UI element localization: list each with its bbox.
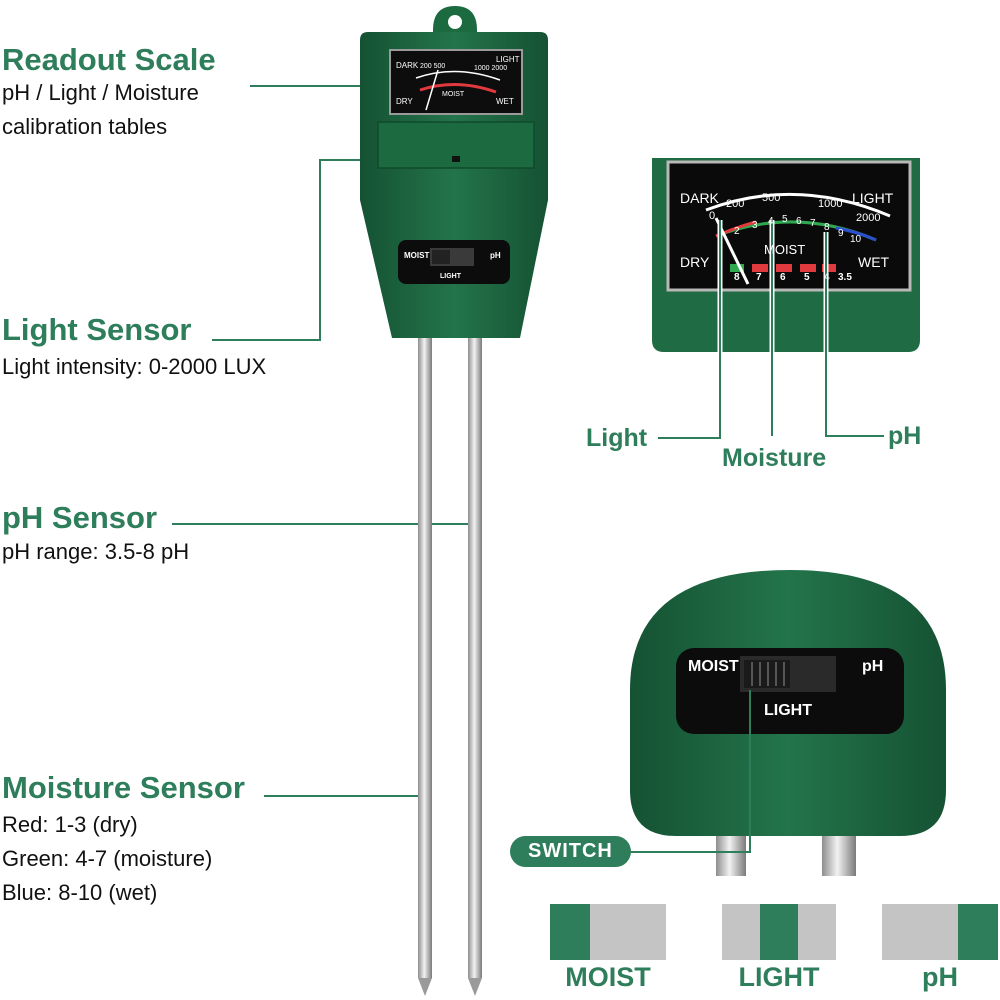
moist-tick: 4: [768, 216, 774, 227]
callout-ph: pH: [888, 422, 922, 450]
moisture-sensor-desc: Red: 1-3 (dry) Green: 4-7 (moisture) Blu…: [2, 808, 212, 910]
ph-tick: 7: [756, 272, 762, 283]
callout-moisture: Moisture: [722, 444, 827, 472]
moisture-desc-line: Green: 4-7 (moisture): [2, 846, 213, 871]
small-meter-window: [389, 49, 523, 115]
moist-tick: 10: [850, 234, 862, 245]
moisture-sensor-title: Moisture Sensor: [2, 770, 245, 805]
ph-tick: 6: [780, 272, 786, 283]
readout-scale-desc: pH / Light / Moisture calibration tables: [2, 76, 199, 144]
meter-moist-label: MOIST: [764, 242, 806, 257]
moist-tick: 3: [752, 220, 758, 231]
ph-tick: 5: [804, 272, 810, 283]
moist-tick: 9: [838, 228, 844, 239]
mode-diagram-ph: [882, 904, 998, 960]
ph-sensor-desc: pH range: 3.5-8 pH: [2, 539, 190, 564]
readout-desc-line: pH / Light / Moisture: [2, 80, 199, 105]
meter-dry-label: DRY: [680, 254, 710, 270]
mode-label-moist: MOIST: [565, 962, 651, 992]
lux-tick: 200: [726, 198, 745, 210]
hang-tab: [433, 6, 477, 40]
mode-label-light: LIGHT: [738, 962, 820, 992]
svg-text:MOIST: MOIST: [404, 251, 429, 260]
switch-moist-label: MOIST: [688, 658, 739, 675]
mode-diagram-moist: [550, 904, 666, 960]
svg-text:LIGHT: LIGHT: [496, 55, 520, 64]
ph-tick: 4: [824, 272, 830, 283]
meter-wet-label: WET: [858, 254, 890, 270]
lux-tick: 0: [709, 210, 716, 222]
callout-light: Light: [586, 424, 648, 452]
svg-text:DRY: DRY: [396, 97, 413, 106]
mode-label-ph: pH: [922, 962, 958, 992]
ph-tick: 3.5: [838, 272, 852, 283]
ph-probe: [468, 338, 482, 978]
switch-ph-label: pH: [862, 658, 884, 675]
ph-color-blocks: [730, 264, 836, 272]
moist-tick: 8: [824, 222, 830, 233]
svg-text:pH: pH: [490, 251, 501, 260]
ph-tick: 8: [734, 272, 740, 283]
ph-sensor-title: pH Sensor: [2, 500, 158, 535]
meter-callout-lines: [658, 220, 884, 439]
switch-callout-line: [628, 690, 751, 853]
moist-tick: 2: [734, 226, 740, 237]
svg-text:DARK: DARK: [396, 61, 419, 70]
moisture-probe: [418, 338, 432, 978]
moist-tick: 6: [796, 216, 802, 227]
lux-tick: 1000: [818, 198, 843, 210]
switch-light-label: LIGHT: [764, 702, 812, 719]
meter-light-label: LIGHT: [852, 190, 894, 206]
switch-badge: SWITCH: [510, 836, 631, 867]
svg-text:LIGHT: LIGHT: [440, 273, 462, 280]
moisture-desc-line: Red: 1-3 (dry): [2, 812, 138, 837]
moist-tick: 5: [782, 214, 788, 225]
readout-desc-line: calibration tables: [2, 114, 168, 139]
svg-text:200 500: 200 500: [420, 63, 445, 70]
svg-text:MOIST: MOIST: [442, 91, 465, 98]
svg-text:WET: WET: [496, 97, 514, 106]
readout-scale-title: Readout Scale: [2, 42, 216, 77]
light-sensor-title: Light Sensor: [2, 312, 192, 347]
moisture-desc-line: Blue: 8-10 (wet): [2, 880, 158, 905]
lux-tick: 500: [762, 192, 781, 204]
svg-text:1000 2000: 1000 2000: [474, 65, 507, 72]
moist-tick: 7: [810, 218, 816, 229]
mode-diagram-light: [722, 904, 836, 960]
lux-tick: 2000: [856, 212, 881, 224]
light-sensor-desc: Light intensity: 0-2000 LUX: [2, 354, 267, 379]
meter-dark-label: DARK: [680, 190, 719, 206]
